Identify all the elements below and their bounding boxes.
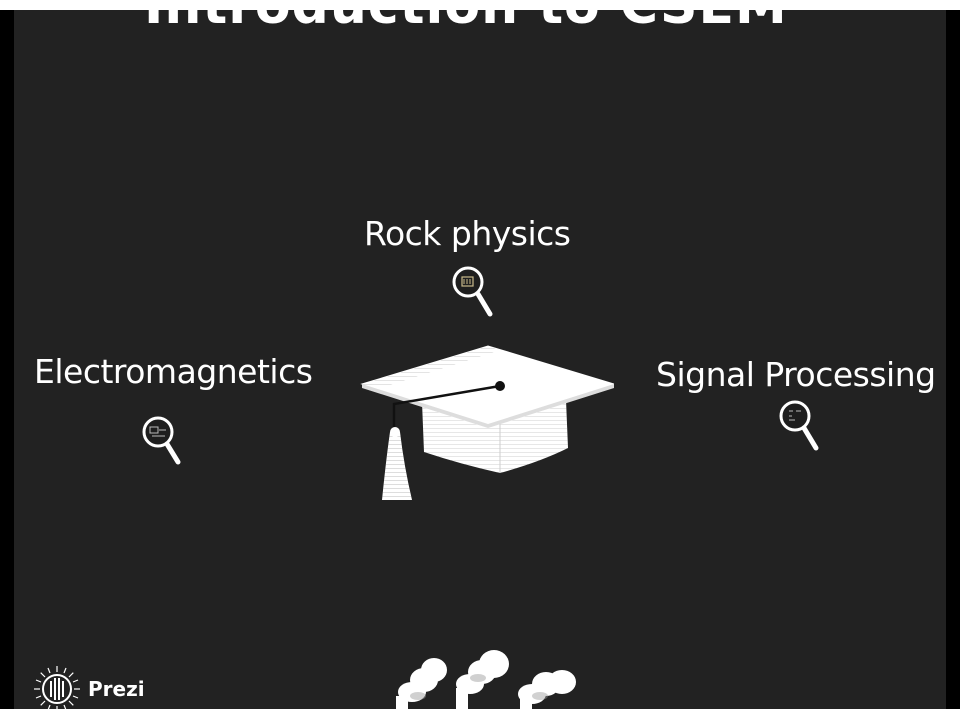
rock-physics-zoom-icon[interactable] <box>450 264 500 328</box>
top-border <box>0 0 960 10</box>
smokestack-icon <box>396 650 576 709</box>
graduation-cap-icon <box>360 345 614 500</box>
topic-label-rock-physics: Rock physics <box>364 214 571 253</box>
slide-canvas[interactable]: Introduction to CSEM Rock physics Electr… <box>14 10 946 709</box>
topic-label-electromagnetics: Electromagnetics <box>34 352 313 391</box>
topic-label-signal-processing: Signal Processing <box>656 355 936 394</box>
prezi-brand-name: Prezi <box>88 677 145 701</box>
bottom-border <box>0 709 960 720</box>
prezi-logo-icon <box>34 666 80 709</box>
slide-title: Introduction to CSEM <box>144 10 788 36</box>
signal-processing-zoom-icon[interactable] <box>777 398 827 462</box>
prezi-branding[interactable]: Prezi <box>32 664 145 709</box>
electromagnetics-zoom-icon[interactable] <box>140 414 190 478</box>
